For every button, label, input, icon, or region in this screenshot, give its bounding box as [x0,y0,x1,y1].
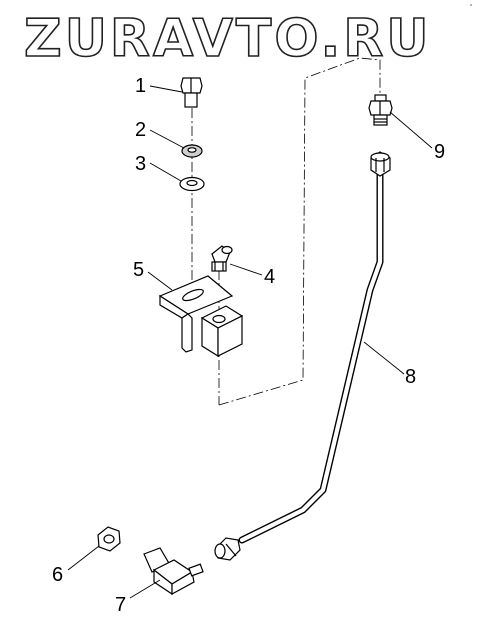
callout-3: 3 [135,153,146,175]
part-9-connector [368,94,393,126]
part-4-grease-fitting [211,245,233,272]
callout-7: 7 [115,594,126,616]
callout-4: 4 [264,266,275,288]
part-6-nut [97,526,121,552]
callout-1: 1 [135,75,146,97]
callout-5: 5 [133,259,144,281]
part-3-flat-washer [179,176,205,192]
callout-9: 9 [434,141,445,163]
corner-mark: ᵒ [470,3,473,10]
callout-6: 6 [52,564,63,586]
part-5-bracket [158,275,244,358]
part-2-lock-washer [181,144,203,158]
watermark-logo: ZURAVTO.RU [24,9,431,69]
callout-8: 8 [405,366,416,388]
part-7-elbow-fitting [143,547,204,596]
part-1-bolt [180,77,203,108]
leader-lines [67,85,433,599]
callout-2: 2 [135,119,146,141]
part-8-tube [214,151,391,561]
